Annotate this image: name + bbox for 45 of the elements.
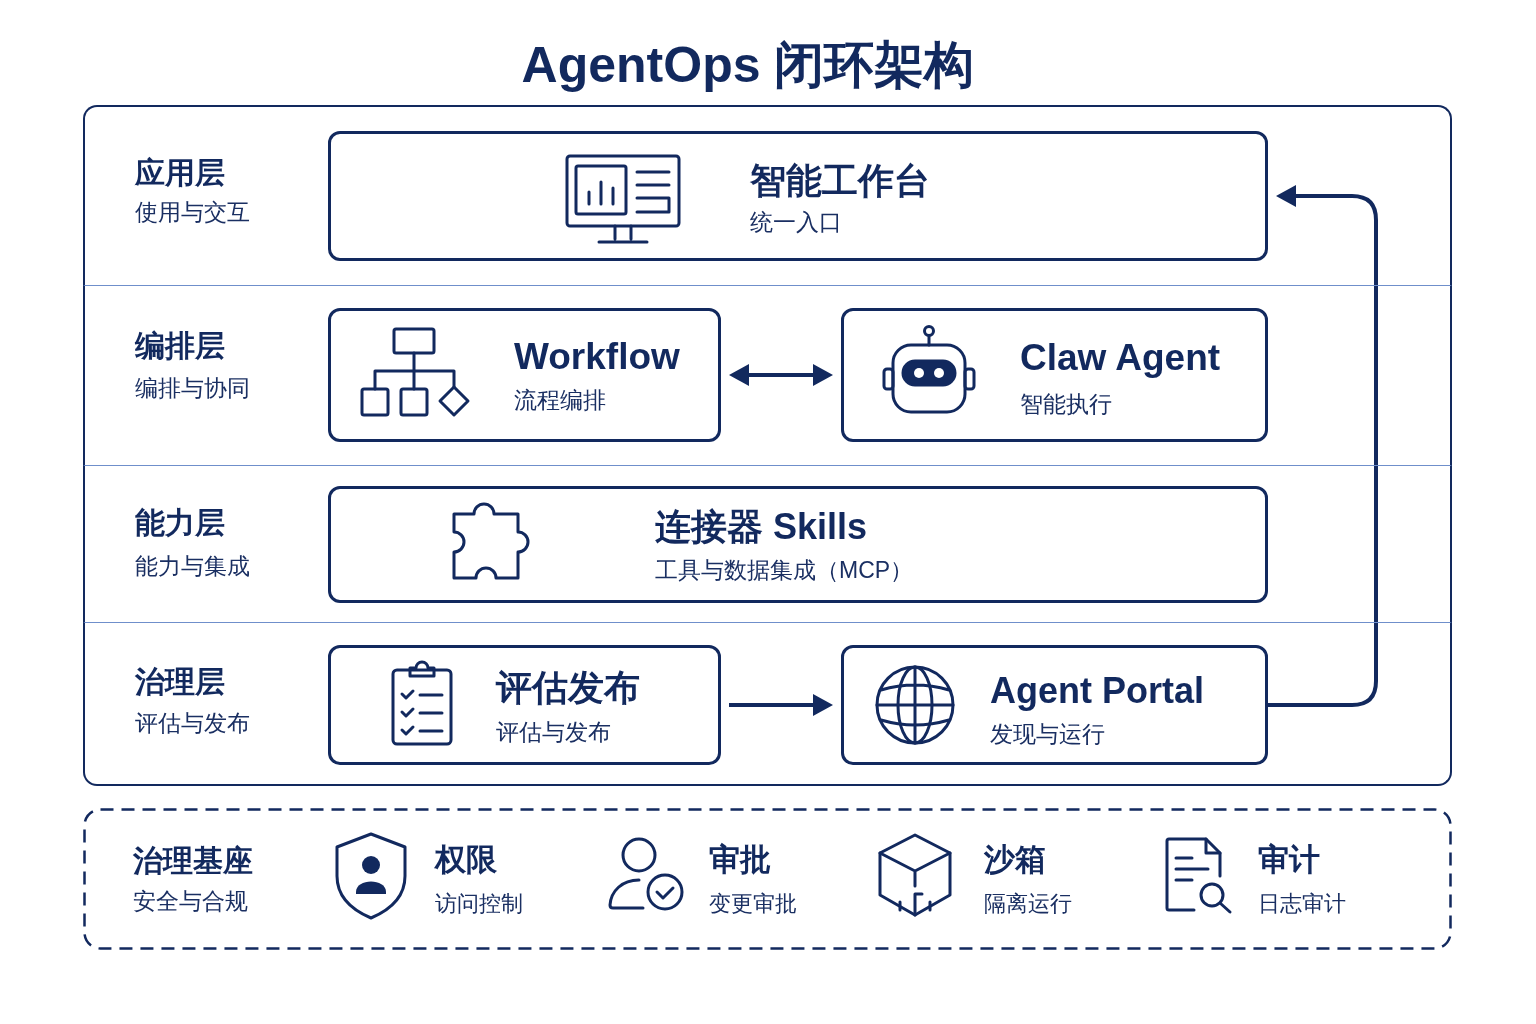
layer-band: [83, 105, 1452, 285]
heading: Workflow: [514, 334, 680, 379]
item-caption: 变更审批: [709, 889, 797, 918]
layer-band: [83, 465, 1452, 622]
subheading: 统一入口: [750, 208, 842, 237]
layer-band: [83, 622, 1452, 786]
component-box: [841, 307, 1268, 442]
heading: 治理层: [135, 664, 225, 700]
component-box: [328, 644, 721, 765]
heading: 连接器 Skills: [655, 505, 868, 549]
component-box: [328, 131, 1268, 261]
arrow: [729, 694, 833, 716]
item-title: 审批: [709, 841, 771, 879]
heading: 编排层: [135, 328, 225, 364]
subheading: 使用与交互: [135, 198, 250, 227]
subheading: 智能执行: [1020, 389, 1112, 419]
component-box: [841, 644, 1268, 765]
subheading: 流程编排: [514, 385, 606, 415]
heading: Agent Portal: [990, 669, 1204, 713]
heading: 应用层: [135, 154, 225, 191]
heading: 能力层: [135, 505, 225, 541]
dashed-box: [83, 808, 1452, 950]
subheading: 评估与发布: [135, 708, 250, 738]
arrow: [1268, 185, 1378, 707]
item-title: 沙箱: [984, 841, 1046, 879]
subheading: 评估与发布: [496, 717, 611, 747]
item-title: 审计: [1258, 841, 1320, 879]
item-caption: 日志审计: [1258, 889, 1346, 918]
heading: 智能工作台: [750, 158, 930, 203]
title: AgentOps 闭环架构: [521, 36, 975, 95]
heading: 评估发布: [496, 666, 640, 710]
heading: 治理基座: [133, 842, 253, 879]
item-caption: 访问控制: [435, 889, 523, 918]
component-box: [328, 307, 721, 442]
subheading: 发现与运行: [990, 719, 1105, 749]
heading: Claw Agent: [1020, 335, 1221, 380]
arrow: [729, 364, 833, 386]
subheading: 编排与协同: [135, 373, 250, 403]
layer-band: [83, 285, 1452, 465]
component-box: [328, 485, 1268, 603]
item-title: 权限: [435, 841, 497, 879]
subheading: 安全与合规: [133, 887, 248, 916]
subheading: 工具与数据集成（MCP）: [655, 555, 914, 585]
subheading: 能力与集成: [135, 551, 250, 581]
item-caption: 隔离运行: [984, 889, 1072, 918]
